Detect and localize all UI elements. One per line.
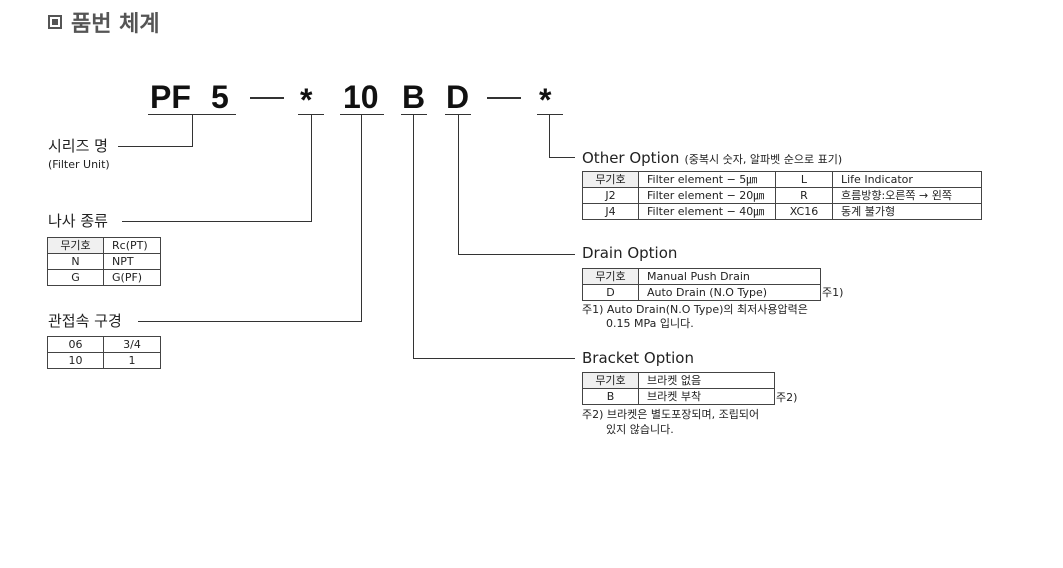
- code-star-thread: *: [300, 82, 313, 118]
- bracket-note-mark: 주2): [776, 391, 798, 404]
- leader-other-h: [549, 157, 575, 158]
- leader-thread-h: [122, 221, 312, 222]
- table-cell: B: [582, 388, 639, 405]
- leader-port-v: [361, 114, 362, 321]
- drain-note-line2: 0.15 MPa 입니다.: [606, 317, 694, 330]
- code-dash-2: [487, 97, 521, 99]
- table-cell: NPT: [103, 253, 161, 270]
- leader-other-v: [549, 114, 550, 157]
- bracket-option-table: 무기호 브라켓 없음 B 브라켓 부착: [582, 372, 775, 405]
- table-cell: Life Indicator: [832, 171, 982, 188]
- drain-note-line1: 주1) Auto Drain(N.O Type)의 최저사용압력은: [582, 303, 808, 316]
- leader-series-h: [118, 146, 193, 147]
- code-drain: D: [446, 79, 470, 115]
- table-cell: 동계 불가형: [832, 203, 982, 220]
- table-row: J4 Filter element − 40㎛ XC16 동계 불가형: [582, 203, 982, 220]
- other-option-sub: (중복시 숫자, 알파벳 순으로 표기): [684, 153, 843, 166]
- code-dash-1: [250, 97, 284, 99]
- table-cell: L: [775, 171, 833, 188]
- table-cell: 무기호: [582, 372, 639, 389]
- code-star-other: *: [539, 82, 552, 118]
- code-port: 10: [343, 79, 379, 115]
- underline-port: [340, 114, 384, 115]
- leader-port-h: [138, 321, 362, 322]
- table-cell: G: [47, 269, 104, 286]
- other-option-label: Other Option: [582, 149, 680, 167]
- underline-bracket: [401, 114, 427, 115]
- table-row: 무기호 Rc(PT): [47, 237, 161, 254]
- table-cell: 브라켓 부착: [638, 388, 775, 405]
- page-title: 품번 체계: [71, 12, 160, 37]
- table-row: 무기호 Manual Push Drain: [582, 268, 821, 285]
- table-cell: 무기호: [47, 237, 104, 254]
- table-cell: 3/4: [103, 336, 161, 353]
- table-row: G G(PF): [47, 269, 161, 286]
- table-cell: 06: [47, 336, 104, 353]
- table-cell: 1: [103, 352, 161, 369]
- bracket-note-line1: 주2) 브라켓은 별도포장되며, 조립되어: [582, 408, 760, 421]
- table-cell: D: [582, 284, 639, 301]
- bracket-note-line2: 있지 않습니다.: [606, 423, 674, 436]
- leader-series-v: [192, 114, 193, 146]
- table-cell: N: [47, 253, 104, 270]
- drain-note-mark: 주1): [822, 286, 844, 299]
- table-row: 06 3/4: [47, 336, 161, 353]
- table-cell: Filter element − 5㎛: [638, 171, 776, 188]
- table-row: 10 1: [47, 352, 161, 369]
- table-row: B 브라켓 부착: [582, 388, 775, 405]
- port-label: 관접속 구경: [48, 312, 122, 330]
- drain-option-label: Drain Option: [582, 244, 678, 262]
- table-cell: J4: [582, 203, 639, 220]
- table-cell: G(PF): [103, 269, 161, 286]
- port-table: 06 3/4 10 1: [47, 336, 161, 369]
- leader-bracket-h: [413, 358, 575, 359]
- table-cell: Manual Push Drain: [638, 268, 821, 285]
- table-cell: XC16: [775, 203, 833, 220]
- code-size: 5: [211, 79, 229, 115]
- leader-thread-v: [311, 114, 312, 221]
- section-heading: 품번 체계: [48, 6, 160, 38]
- table-cell: 흐름방향:오른쪽 → 왼쪽: [832, 187, 982, 204]
- table-row: 무기호 Filter element − 5㎛ L Life Indicator: [582, 171, 982, 188]
- table-cell: 브라켓 없음: [638, 372, 775, 389]
- bracket-option-label: Bracket Option: [582, 349, 694, 367]
- table-cell: R: [775, 187, 833, 204]
- table-cell: Rc(PT): [103, 237, 161, 254]
- underline-other: [537, 114, 563, 115]
- code-pf: PF: [150, 79, 191, 115]
- table-cell: Filter element − 40㎛: [638, 203, 776, 220]
- table-cell: J2: [582, 187, 639, 204]
- other-option-table: 무기호 Filter element − 5㎛ L Life Indicator…: [582, 171, 982, 220]
- table-cell: 무기호: [582, 268, 639, 285]
- code-bracket: B: [402, 79, 426, 115]
- drain-option-table: 무기호 Manual Push Drain D Auto Drain (N.O …: [582, 268, 821, 301]
- leader-bracket-v: [413, 114, 414, 358]
- leader-drain-v: [458, 114, 459, 254]
- leader-drain-h: [458, 254, 575, 255]
- series-label: 시리즈 명: [48, 137, 108, 155]
- table-cell: 10: [47, 352, 104, 369]
- table-cell: 무기호: [582, 171, 639, 188]
- table-row: 무기호 브라켓 없음: [582, 372, 775, 389]
- table-row: J2 Filter element − 20㎛ R 흐름방향:오른쪽 → 왼쪽: [582, 187, 982, 204]
- series-sub: (Filter Unit): [48, 158, 110, 171]
- other-option-heading: Other Option (중복시 숫자, 알파벳 순으로 표기): [582, 148, 842, 167]
- table-row: N NPT: [47, 253, 161, 270]
- table-cell: Filter element − 20㎛: [638, 187, 776, 204]
- square-bullet-icon: [48, 15, 62, 29]
- thread-table: 무기호 Rc(PT) N NPT G G(PF): [47, 237, 161, 286]
- table-cell: Auto Drain (N.O Type): [638, 284, 821, 301]
- thread-label: 나사 종류: [48, 212, 108, 230]
- table-row: D Auto Drain (N.O Type): [582, 284, 821, 301]
